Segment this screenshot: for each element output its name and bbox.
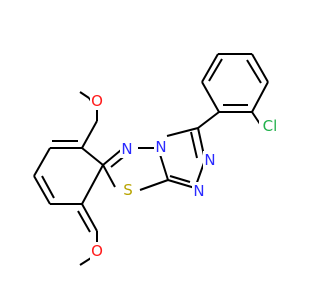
bond bbox=[208, 58, 223, 82]
bond bbox=[201, 81, 220, 113]
bond bbox=[79, 91, 90, 99]
bond bbox=[102, 149, 122, 166]
atom-label-o: O bbox=[91, 92, 103, 110]
atom-label-n: N bbox=[193, 182, 204, 200]
bond bbox=[251, 81, 269, 113]
atom-label-o: O bbox=[91, 242, 103, 260]
molecule-structure-diagram: S N N N N Cl O O bbox=[33, 53, 281, 266]
atom-label-n: N bbox=[155, 138, 166, 156]
bond bbox=[246, 59, 262, 84]
nitrogen-atom: N bbox=[120, 140, 134, 158]
bond bbox=[81, 203, 98, 232]
bond bbox=[33, 175, 51, 205]
bond bbox=[251, 53, 269, 83]
bond bbox=[77, 210, 91, 233]
bond bbox=[102, 164, 116, 188]
bond bbox=[81, 147, 104, 166]
bond bbox=[190, 131, 198, 159]
nitrogen-atom: N bbox=[203, 151, 217, 169]
bond bbox=[201, 53, 219, 83]
bond bbox=[139, 179, 169, 191]
oxygen-atom: O bbox=[90, 242, 104, 260]
atom-label-n: N bbox=[204, 151, 215, 169]
chlorine-atom: Cl bbox=[259, 117, 281, 135]
atom-labels: S N N N N Cl O O bbox=[90, 92, 281, 260]
bond bbox=[167, 179, 196, 189]
bond bbox=[197, 111, 220, 129]
sulfur-atom: S bbox=[121, 181, 135, 199]
bond bbox=[79, 257, 92, 266]
atom-label-n: N bbox=[121, 140, 132, 158]
bond bbox=[169, 175, 191, 183]
bond bbox=[81, 164, 104, 205]
bonds bbox=[33, 53, 269, 266]
nitrogen-atom: N bbox=[192, 182, 206, 200]
atom-label-s: S bbox=[123, 181, 133, 199]
bond bbox=[33, 147, 51, 177]
oxygen-atom: O bbox=[90, 92, 104, 110]
bond bbox=[166, 127, 199, 137]
bond bbox=[81, 120, 98, 149]
atom-label-cl: Cl bbox=[263, 117, 278, 135]
bond bbox=[41, 175, 55, 199]
nitrogen-atom: N bbox=[154, 138, 168, 156]
